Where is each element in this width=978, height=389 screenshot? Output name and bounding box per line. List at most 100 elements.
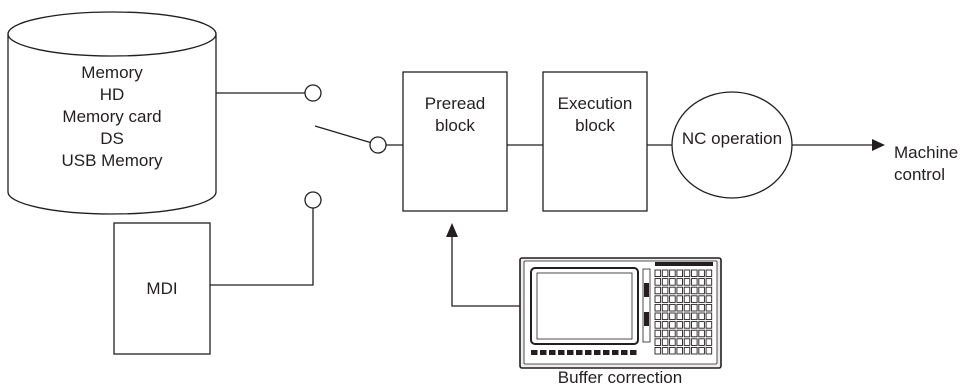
panel-key bbox=[654, 321, 662, 329]
panel-key bbox=[683, 329, 691, 338]
panel-key bbox=[698, 329, 705, 338]
mdi-label: MDI bbox=[146, 279, 178, 298]
panel-key bbox=[669, 312, 676, 321]
panel-key bbox=[654, 303, 662, 312]
panel-key bbox=[691, 278, 698, 286]
panel-key bbox=[698, 295, 705, 303]
panel-key bbox=[705, 278, 713, 286]
switch-blade bbox=[314, 125, 373, 144]
nc-operation-label: NC operation bbox=[681, 129, 783, 148]
panel-key bbox=[698, 321, 705, 329]
panel-key bbox=[669, 295, 676, 303]
panel-key bbox=[661, 269, 669, 278]
panel-soft-key bbox=[612, 350, 619, 355]
panel-key bbox=[698, 338, 705, 346]
feedback-arrowhead bbox=[446, 223, 458, 237]
panel-key bbox=[676, 312, 683, 321]
switch-pivot bbox=[369, 136, 387, 154]
panel-key bbox=[654, 269, 662, 278]
mdi-connector-line bbox=[210, 208, 314, 286]
panel-key bbox=[654, 346, 662, 355]
machine-control-line-2: control bbox=[894, 165, 946, 184]
buffer-correction-caption: Buffer correction bbox=[557, 368, 683, 387]
panel-key bbox=[705, 329, 713, 338]
execution-block-label: Execution block bbox=[543, 93, 647, 137]
preread-line-1: Preread bbox=[424, 94, 486, 113]
storage-line-memory-card: Memory card bbox=[62, 107, 162, 126]
panel-key bbox=[705, 346, 713, 355]
panel-key bbox=[661, 312, 669, 321]
panel-key bbox=[669, 278, 676, 286]
panel-key bbox=[691, 303, 698, 312]
panel-key bbox=[683, 346, 691, 355]
panel-key bbox=[676, 269, 683, 278]
panel-key bbox=[676, 286, 683, 295]
buffer-feedback-line bbox=[451, 236, 520, 307]
panel-key bbox=[676, 329, 683, 338]
panel-soft-key bbox=[540, 350, 547, 355]
panel-key bbox=[661, 278, 669, 286]
panel-key bbox=[654, 312, 662, 321]
panel-key bbox=[705, 312, 713, 321]
panel-soft-key bbox=[630, 350, 637, 355]
panel-key bbox=[691, 321, 698, 329]
execution-block-box bbox=[542, 71, 648, 212]
panel-key bbox=[654, 295, 662, 303]
panel-key bbox=[691, 338, 698, 346]
panel-key bbox=[661, 295, 669, 303]
panel-soft-key bbox=[576, 350, 583, 355]
panel-key bbox=[683, 278, 691, 286]
panel-key bbox=[705, 303, 713, 312]
panel-soft-key bbox=[567, 350, 574, 355]
panel-soft-key bbox=[603, 350, 610, 355]
panel-soft-key bbox=[585, 350, 592, 355]
execution-line-1: Execution bbox=[557, 94, 633, 113]
panel-key bbox=[683, 312, 691, 321]
panel-key bbox=[705, 286, 713, 295]
panel-key bbox=[654, 278, 662, 286]
panel-key bbox=[669, 269, 676, 278]
panel-key bbox=[669, 321, 676, 329]
machine-control-arrowhead bbox=[872, 139, 885, 151]
panel-key bbox=[705, 269, 713, 278]
execution-line-2: block bbox=[575, 116, 615, 135]
panel-key bbox=[669, 329, 676, 338]
panel-key bbox=[661, 321, 669, 329]
panel-soft-key bbox=[621, 350, 628, 355]
panel-key bbox=[661, 286, 669, 295]
storage-line-usb: USB Memory bbox=[61, 151, 163, 170]
preread-line-2: block bbox=[435, 116, 475, 135]
panel-key bbox=[676, 346, 683, 355]
panel-key bbox=[698, 312, 705, 321]
panel-soft-key bbox=[531, 350, 538, 355]
machine-control-line-1: Machine bbox=[894, 143, 959, 162]
panel-key bbox=[698, 278, 705, 286]
panel-key bbox=[698, 303, 705, 312]
panel-key bbox=[669, 346, 676, 355]
panel-key bbox=[676, 278, 683, 286]
cnc-panel-icon bbox=[519, 257, 722, 369]
panel-key bbox=[683, 286, 691, 295]
panel-key bbox=[661, 329, 669, 338]
panel-key bbox=[683, 303, 691, 312]
panel-soft-key bbox=[549, 350, 556, 355]
storage-cylinder-icon bbox=[7, 11, 217, 215]
panel-key bbox=[669, 338, 676, 346]
panel-key bbox=[698, 286, 705, 295]
machine-control-label: Machine control bbox=[894, 142, 958, 186]
panel-key bbox=[683, 338, 691, 346]
panel-key bbox=[698, 269, 705, 278]
panel-soft-key bbox=[558, 350, 565, 355]
panel-key bbox=[676, 338, 683, 346]
panel-key bbox=[691, 286, 698, 295]
switch-contact-storage bbox=[304, 84, 322, 102]
panel-key bbox=[676, 303, 683, 312]
panel-key bbox=[691, 346, 698, 355]
panel-key bbox=[683, 321, 691, 329]
panel-key bbox=[669, 303, 676, 312]
preread-block-label: Preread block bbox=[403, 93, 507, 137]
panel-key bbox=[705, 321, 713, 329]
panel-key bbox=[654, 286, 662, 295]
